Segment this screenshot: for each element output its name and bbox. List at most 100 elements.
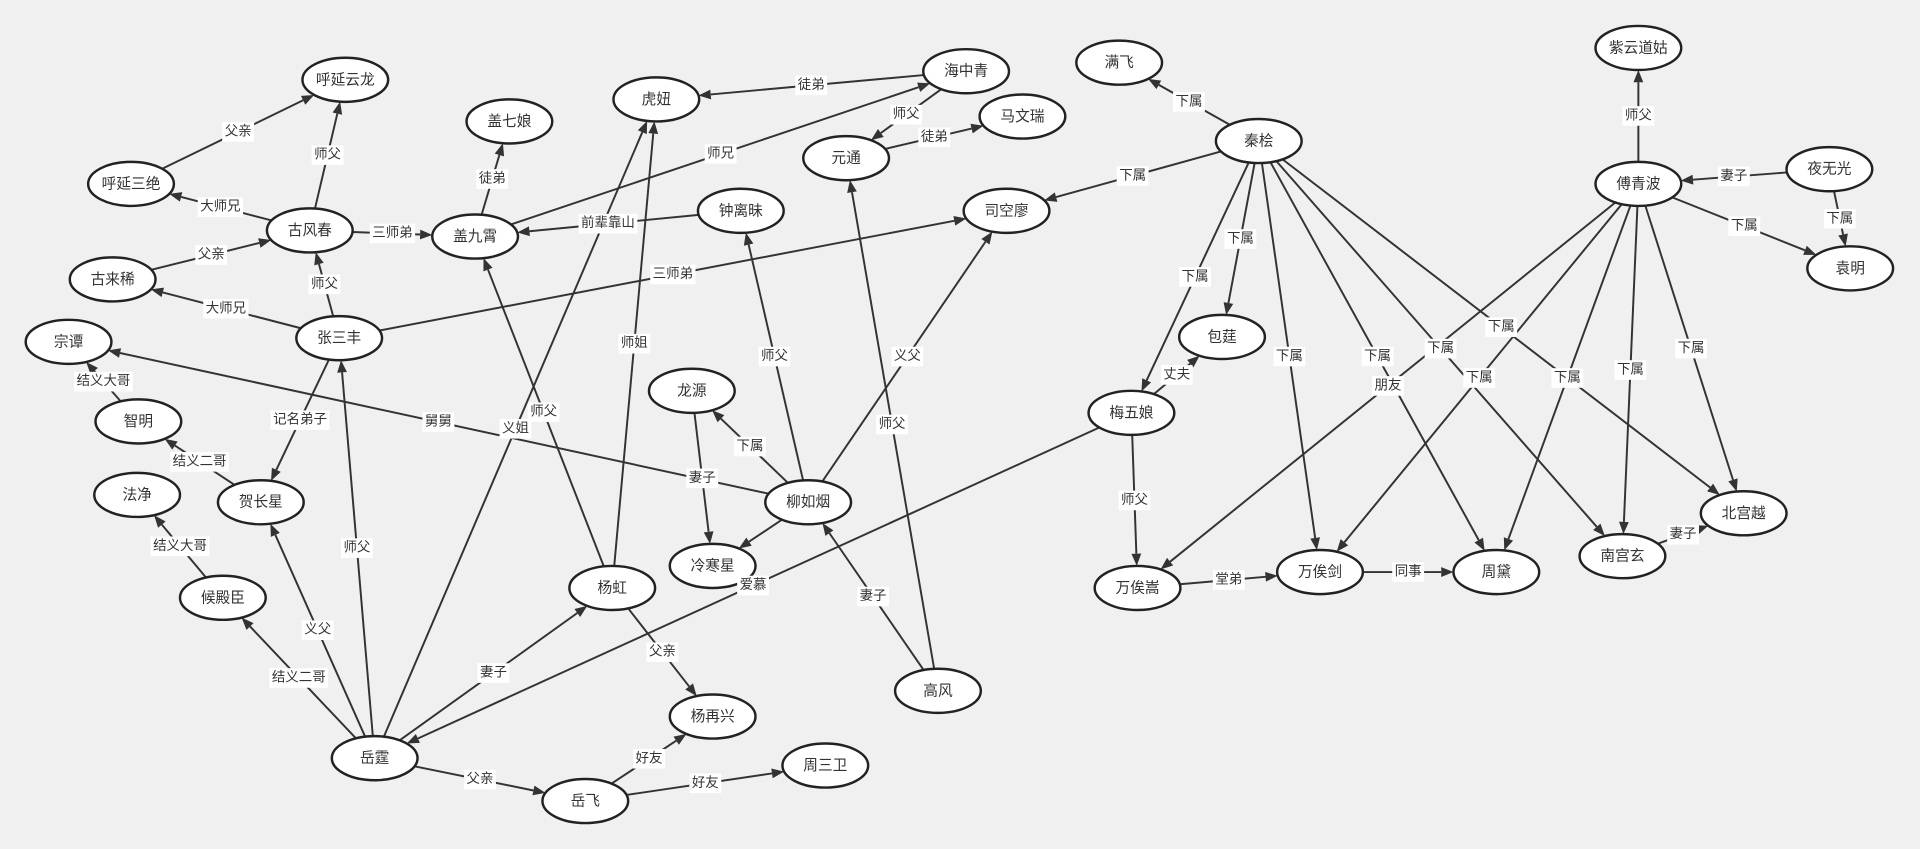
edge-label-text: 妻子 <box>1670 526 1697 542</box>
person-node[interactable]: 张三丰 <box>295 314 384 362</box>
person-node[interactable]: 南宫玄 <box>1578 532 1667 580</box>
node-ellipse[interactable] <box>962 187 1051 235</box>
person-node[interactable]: 万俟嵩 <box>1093 564 1182 612</box>
person-node[interactable]: 满飞 <box>1075 39 1164 86</box>
node-ellipse[interactable] <box>68 256 157 303</box>
person-node[interactable]: 虎妞 <box>612 76 701 123</box>
person-node[interactable]: 周黛 <box>1452 548 1541 596</box>
node-ellipse[interactable] <box>86 160 176 208</box>
arrowhead-icon <box>270 523 280 537</box>
edge-label-text: 大师兄 <box>200 199 240 215</box>
node-ellipse[interactable] <box>1214 117 1303 165</box>
node-ellipse[interactable] <box>178 574 267 622</box>
person-node[interactable]: 杨再兴 <box>668 693 757 740</box>
person-node[interactable]: 杨虹 <box>568 564 657 612</box>
person-node[interactable]: 傅青波 <box>1594 160 1683 208</box>
edge-label-background <box>646 642 679 663</box>
node-label: 傅青波 <box>1616 175 1660 192</box>
person-node[interactable]: 呼延三绝 <box>86 160 176 208</box>
node-ellipse[interactable] <box>541 777 630 825</box>
node-ellipse[interactable] <box>568 564 657 612</box>
node-ellipse[interactable] <box>1452 548 1541 596</box>
node-label: 呼延云龙 <box>316 71 375 88</box>
node-ellipse[interactable] <box>1275 548 1365 596</box>
node-label: 元通 <box>831 150 861 167</box>
person-node[interactable]: 贺长星 <box>216 478 305 526</box>
node-ellipse[interactable] <box>216 478 305 526</box>
node-ellipse[interactable] <box>295 314 384 362</box>
person-node[interactable]: 冷寒星 <box>668 542 757 590</box>
node-ellipse[interactable] <box>1177 313 1267 361</box>
node-ellipse[interactable] <box>764 478 853 526</box>
node-ellipse[interactable] <box>781 742 870 789</box>
person-node[interactable]: 夜无光 <box>1785 145 1874 193</box>
node-ellipse[interactable] <box>1785 145 1874 193</box>
person-node[interactable]: 马文瑞 <box>978 93 1067 140</box>
person-node[interactable]: 紫云道姑 <box>1594 24 1683 72</box>
node-ellipse[interactable] <box>922 47 1011 95</box>
person-node[interactable]: 袁明 <box>1806 245 1895 292</box>
edge-label: 师父 <box>308 274 341 295</box>
person-node[interactable]: 元通 <box>802 134 891 182</box>
node-ellipse[interactable] <box>1806 245 1895 292</box>
node-ellipse[interactable] <box>1093 564 1182 612</box>
node-ellipse[interactable] <box>668 542 757 590</box>
edge-label-background <box>1667 524 1699 545</box>
edge-label-text: 师父 <box>879 416 906 432</box>
node-ellipse[interactable] <box>612 76 701 123</box>
person-node[interactable]: 北宫越 <box>1699 490 1788 537</box>
node-ellipse[interactable] <box>24 318 113 366</box>
person-node[interactable]: 法净 <box>93 471 182 519</box>
edge-label-background <box>222 122 255 142</box>
node-label: 钟离昧 <box>719 202 763 219</box>
arrowhead-icon <box>271 467 281 481</box>
person-node[interactable]: 秦桧 <box>1214 117 1303 165</box>
node-label: 宗谭 <box>54 332 84 350</box>
person-node[interactable]: 古风春 <box>265 207 354 254</box>
node-ellipse[interactable] <box>1594 24 1683 72</box>
node-label: 杨再兴 <box>691 708 735 725</box>
person-node[interactable]: 岳飞 <box>541 777 630 825</box>
node-ellipse[interactable] <box>978 93 1067 140</box>
edge-label-background <box>1372 376 1404 396</box>
person-node[interactable]: 龙源 <box>647 367 736 415</box>
node-ellipse[interactable] <box>1594 160 1683 208</box>
person-node[interactable]: 宗谭 <box>24 318 113 366</box>
node-ellipse[interactable] <box>94 398 183 445</box>
node-ellipse[interactable] <box>668 693 757 740</box>
node-ellipse[interactable] <box>893 667 983 715</box>
node-ellipse[interactable] <box>696 187 785 235</box>
node-ellipse[interactable] <box>1087 389 1176 437</box>
person-node[interactable]: 海中青 <box>922 47 1011 95</box>
person-node[interactable]: 万俟剑 <box>1275 548 1365 596</box>
node-label: 周黛 <box>1482 564 1512 581</box>
node-ellipse[interactable] <box>647 367 736 415</box>
node-ellipse[interactable] <box>465 98 554 145</box>
person-node[interactable]: 梅五娘 <box>1087 389 1176 437</box>
node-ellipse[interactable] <box>1578 532 1667 580</box>
person-node[interactable]: 呼延云龙 <box>301 56 390 104</box>
person-node[interactable]: 司空廖 <box>962 187 1051 235</box>
node-ellipse[interactable] <box>265 207 354 254</box>
person-node[interactable]: 柳如烟 <box>764 478 853 526</box>
person-node[interactable]: 智明 <box>94 398 183 445</box>
person-node[interactable]: 盖七娘 <box>465 98 554 145</box>
node-ellipse[interactable] <box>330 734 419 782</box>
node-ellipse[interactable] <box>802 134 891 182</box>
node-ellipse[interactable] <box>1699 490 1788 537</box>
person-node[interactable]: 钟离昧 <box>696 187 785 235</box>
person-node[interactable]: 候殿臣 <box>178 574 267 622</box>
person-node[interactable]: 包莛 <box>1177 313 1267 361</box>
person-node[interactable]: 盖九霄 <box>431 213 520 260</box>
node-ellipse[interactable] <box>431 213 520 260</box>
person-node[interactable]: 古来稀 <box>68 256 157 303</box>
person-node[interactable]: 岳霆 <box>330 734 419 782</box>
person-node[interactable]: 高风 <box>893 667 983 715</box>
node-ellipse[interactable] <box>93 471 182 519</box>
edge-label-text: 同事 <box>1395 564 1422 580</box>
person-node[interactable]: 周三卫 <box>781 742 870 789</box>
node-ellipse[interactable] <box>301 56 390 104</box>
node-ellipse[interactable] <box>1075 39 1164 86</box>
node-label: 紫云道姑 <box>1609 39 1668 56</box>
edge-label-text: 三师弟 <box>653 266 693 282</box>
